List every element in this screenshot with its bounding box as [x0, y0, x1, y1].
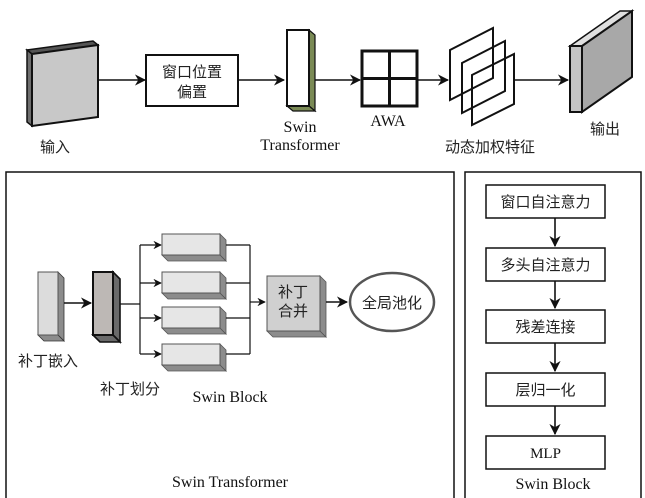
window-bias-label-2: 偏置 — [177, 83, 207, 101]
output-label: 输出 — [590, 120, 620, 138]
window-bias-box — [145, 54, 239, 107]
top-flow: 输入 窗口位置 偏置 Swin Transformer AWA — [25, 9, 635, 156]
dynamic-features-label: 动态加权特征 — [445, 138, 535, 156]
awa-label: AWA — [370, 113, 406, 130]
swin-transformer-panel: 补丁嵌入 补丁划分 — [5, 171, 455, 498]
swin-block-panel-title: Swin Block — [515, 476, 590, 493]
patch-embed-label: 补丁嵌入 — [18, 352, 78, 370]
input-label: 输入 — [40, 138, 70, 156]
swin-block-2 — [161, 271, 227, 300]
patch-embed-block — [37, 271, 65, 342]
swin-transformer-block — [285, 28, 317, 113]
step-box-1 — [485, 184, 606, 219]
output-block — [567, 9, 635, 114]
swin-block-4 — [161, 343, 227, 372]
window-bias-label-1: 窗口位置 — [162, 63, 222, 81]
patch-partition-block — [91, 270, 122, 344]
swin-block-3 — [161, 306, 227, 335]
step-box-5 — [485, 435, 606, 470]
swin-block-panel: 窗口自注意力 多头自注意力 残差连接 层归一化 MLP Swin Block — [464, 171, 642, 498]
patch-merge-block — [266, 275, 327, 338]
step-label-2: 多头自注意力 — [500, 256, 590, 274]
dynamic-features-icon — [449, 26, 515, 127]
patch-merge-label-1: 补丁 — [278, 283, 308, 301]
swin-label-2: Transformer — [260, 137, 340, 154]
global-pool-ellipse — [348, 271, 436, 333]
step-box-4 — [485, 372, 606, 407]
step-label-3: 残差连接 — [515, 318, 575, 336]
patch-merge-label-2: 合并 — [278, 302, 308, 320]
step-label-4: 层归一化 — [515, 381, 575, 399]
swin-label-1: Swin — [284, 119, 317, 136]
swin-transformer-panel-title: Swin Transformer — [172, 474, 289, 491]
step-box-2 — [485, 247, 606, 282]
swin-transformer-panel-border — [5, 171, 455, 498]
step-box-3 — [485, 309, 606, 344]
patch-partition-label: 补丁划分 — [100, 380, 160, 398]
swin-block-panel-border — [464, 171, 642, 498]
swin-block-1 — [161, 233, 227, 262]
global-pool-label: 全局池化 — [362, 294, 422, 312]
step-label-1: 窗口自注意力 — [500, 193, 590, 211]
awa-grid-icon — [360, 49, 419, 108]
swin-block-label: Swin Block — [192, 389, 267, 406]
input-block — [25, 40, 100, 128]
step-label-5: MLP — [530, 446, 561, 462]
